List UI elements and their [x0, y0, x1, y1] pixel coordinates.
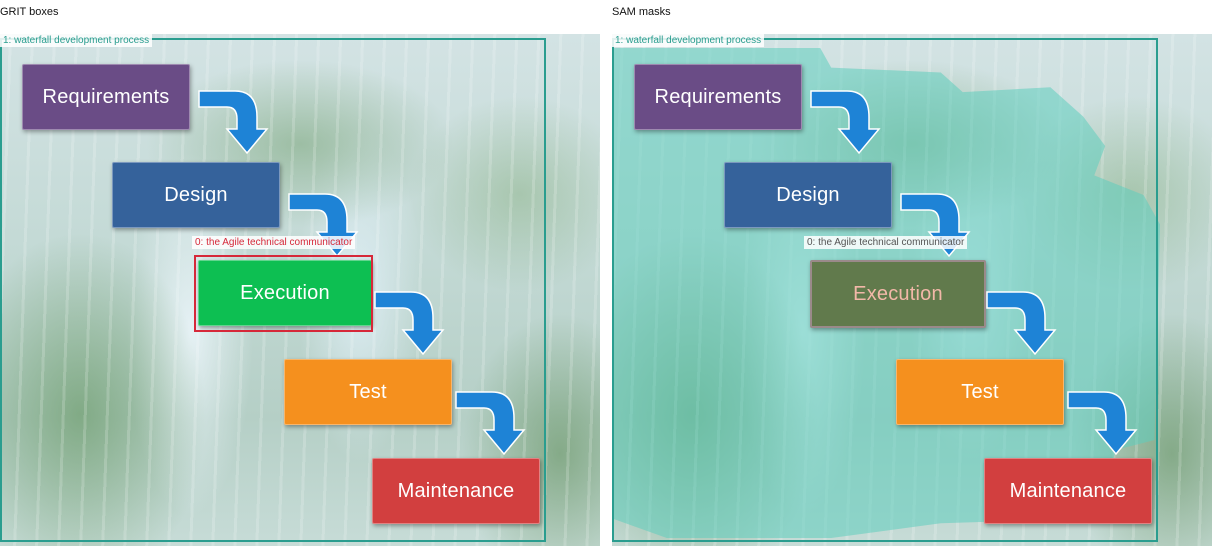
stage-design: Design	[724, 162, 892, 228]
waterfall-box	[612, 38, 1158, 542]
stage-execution-masked: Execution	[810, 260, 986, 328]
stage-execution-label: Execution	[240, 281, 330, 304]
waterfall-box	[0, 38, 546, 542]
agile-box-label: 0: the Agile technical communicator	[192, 236, 356, 249]
stage-design: Design	[112, 162, 280, 228]
arrow-icon	[455, 391, 526, 456]
arrow-icon	[198, 90, 269, 155]
stage-design-label: Design	[164, 183, 228, 206]
waterfall-box-label: 1: waterfall development process	[0, 34, 153, 47]
arrow-icon	[810, 90, 881, 155]
waterfall-box-label: 1: waterfall development process	[612, 34, 765, 47]
stage-test-label: Test	[961, 380, 999, 403]
stage-test: Test	[896, 359, 1064, 425]
agile-box	[194, 255, 373, 332]
stage-requirements-label: Requirements	[654, 85, 782, 108]
stage-requirements: Requirements	[634, 64, 802, 130]
sam-panel: Requirements Design Execution Test Maint…	[612, 34, 1212, 546]
stage-test: Test	[284, 359, 452, 425]
arrow-icon	[374, 291, 445, 356]
stage-design-label: Design	[776, 183, 840, 206]
stage-execution: Execution	[198, 260, 372, 326]
grit-panel-title: GRIT boxes	[0, 6, 59, 18]
arrow-icon	[1067, 391, 1138, 456]
sam-panel-title: SAM masks	[612, 6, 671, 18]
stage-maintenance-label: Maintenance	[397, 479, 515, 502]
stage-maintenance-label: Maintenance	[1009, 479, 1127, 502]
grit-panel: Requirements Design Execution Test Maint…	[0, 34, 600, 546]
stage-maintenance: Maintenance	[984, 458, 1152, 524]
stage-requirements: Requirements	[22, 64, 190, 130]
stage-maintenance: Maintenance	[372, 458, 540, 524]
arrow-icon	[986, 291, 1057, 356]
stage-requirements-label: Requirements	[42, 85, 170, 108]
agile-box-label: 0: the Agile technical communicator	[804, 236, 968, 249]
stage-test-label: Test	[349, 380, 387, 403]
stage-execution-label: Execution	[853, 282, 943, 305]
